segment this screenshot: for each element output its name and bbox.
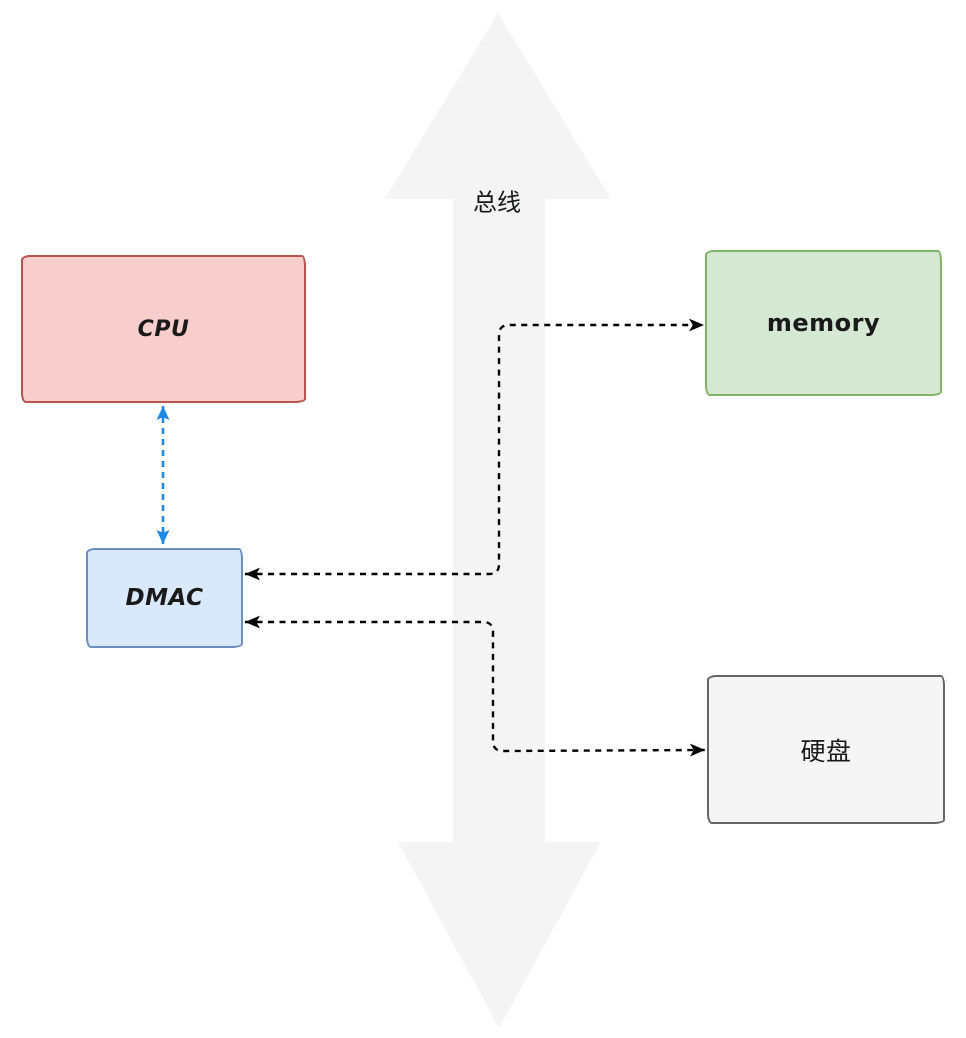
node-dmac-label: DMAC [125, 585, 204, 611]
bus-label: 总线 [473, 188, 521, 217]
node-memory-label: memory [766, 309, 881, 337]
connector-dmac-disk[interactable] [245, 615, 706, 757]
node-cpu[interactable]: CPU [21, 255, 306, 403]
node-memory[interactable]: memory [705, 250, 942, 396]
node-disk-label: 硬盘 [800, 736, 852, 766]
node-disk[interactable]: 硬盘 [707, 675, 945, 824]
node-cpu-label: CPU [137, 316, 190, 342]
node-dmac[interactable]: DMAC [86, 548, 243, 648]
